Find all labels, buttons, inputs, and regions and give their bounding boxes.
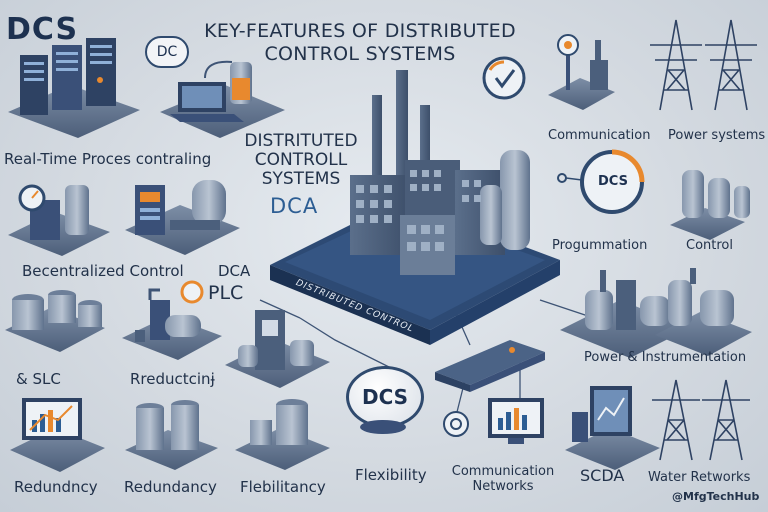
redundant-disks-icon <box>136 400 199 450</box>
gauge-check-icon <box>482 56 526 100</box>
pipeline-machine-icon <box>135 288 201 342</box>
label-redundancy-mid: Redundancy <box>124 478 217 496</box>
label-progumation: Progummation <box>552 238 648 253</box>
plc-cabinet-icon <box>238 310 314 370</box>
water-tower-icon <box>652 379 750 461</box>
label-flexibility: Flexibility <box>355 466 427 484</box>
instrumentation-icon <box>668 268 734 326</box>
page-title: KEY-FEATURES OF DISTRIBUTED CONTROL SYST… <box>200 20 520 66</box>
antenna-icon <box>557 34 608 90</box>
label-flebilitancy: Flebilitancy <box>240 478 326 496</box>
label-becentralized: Becentralized Control <box>22 262 184 280</box>
center-title-line-1: DISTRITUTED <box>244 131 358 151</box>
label-communication: Communication <box>548 128 651 143</box>
label-power-instrumentation: Power & Instrumentation <box>584 350 747 365</box>
monitor-chart-icon <box>22 398 82 440</box>
power-plant-icon <box>585 270 670 330</box>
control-cylinders-icon <box>682 170 750 218</box>
center-title-line-3: SYSTEMS <box>261 169 341 189</box>
center-acronym: DCA <box>270 194 319 218</box>
label-redundancy-left: Redundncy <box>14 478 98 496</box>
dc-badge: DC <box>145 36 189 68</box>
label-water-networks: Water Retworks <box>648 470 751 485</box>
laptop-icon <box>170 60 252 122</box>
fingerprint-icon <box>443 411 469 437</box>
dcs-logo: DCS <box>6 12 79 47</box>
control-panel-icon <box>135 180 226 235</box>
label-scda: SCDA <box>580 466 625 485</box>
label-comm-networks: Communication Networks <box>448 464 558 494</box>
pressure-gauge-icon <box>18 184 89 240</box>
dcs-ring-label: DCS <box>598 174 628 189</box>
flexibility-tanks-icon <box>250 399 308 445</box>
title-line-1: KEY-FEATURES OF DISTRIBUTED <box>204 20 516 42</box>
label-power-systems: Power systems <box>668 128 766 143</box>
center-title: DISTRITUTED CONTROLL SYSTEMS <box>236 132 366 189</box>
label-comm-networks-line-1: Communication <box>451 464 555 479</box>
center-title-line-2: CONTROLL <box>254 150 348 170</box>
server-racks-icon <box>20 38 116 115</box>
label-slc: & SLC <box>16 370 61 388</box>
storage-cylinders-icon <box>12 290 102 330</box>
network-monitor-icon <box>488 398 544 444</box>
label-reductcin: Rreductcinɉ <box>130 370 215 388</box>
dcs-disc-base <box>360 420 406 434</box>
dcs-disc: DCS <box>346 366 424 428</box>
router-device-icon <box>435 340 545 392</box>
central-factory-icon <box>350 70 530 275</box>
power-tower-icon <box>650 19 757 111</box>
label-realtime: Real-Time Proces contraling <box>4 150 212 168</box>
author-handle: @MfgTechHub <box>672 490 760 503</box>
scada-monitor-icon <box>572 386 632 442</box>
warning-badge-icon <box>180 280 204 304</box>
title-line-2: CONTROL SYSTEMS <box>264 43 456 65</box>
label-control: Control <box>686 238 733 253</box>
label-dca-left: DCA <box>218 262 251 280</box>
dcs-ring-icon <box>557 149 645 214</box>
label-plc: PLC <box>208 282 244 304</box>
label-comm-networks-line-2: Networks <box>472 479 534 494</box>
